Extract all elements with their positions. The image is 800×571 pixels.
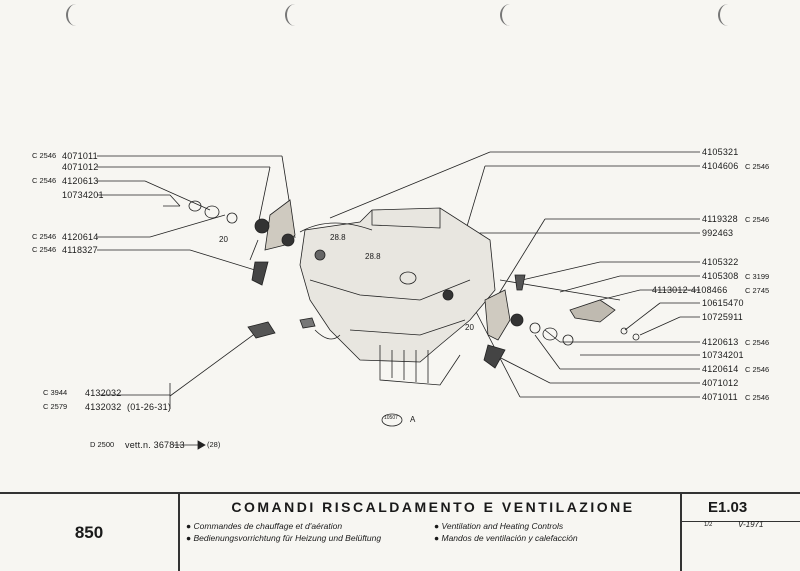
page-fraction: 1/2 [704,522,713,528]
right-label-part: 4119328 [702,214,738,224]
right-label-code: C 3199 [745,272,770,281]
left-label-part: 4120614 [62,232,99,242]
subtitle-de: ● Bedienungsvorrichtung für Heizung und … [186,533,382,543]
right-label-part: 4105322 [702,257,739,267]
left-label-part: 4071012 [62,162,99,172]
bracket-code-2: C 2579 [43,402,68,411]
right-label-part: 10615470 [702,298,744,308]
model-number: 850 [74,522,104,542]
title-block: 850 COMANDI RISCALDAMENTO E VENTILAZIONE… [0,492,800,571]
right-label-part: 4105321 [702,147,739,157]
right-label-part: 4120613 [702,337,739,347]
binder-hole [285,4,305,26]
left-label-part: 10734201 [62,190,104,200]
right-label-part: 10725911 [702,312,743,322]
bracket-part-2: 4132032 [85,402,122,412]
left-label-code: C 2546 [32,232,57,241]
sheet-number: E1.03 [708,499,748,516]
right-label-code: C 2546 [745,338,770,347]
binder-hole [66,4,86,26]
left-label-code: C 2546 [32,245,57,254]
ref-28-8-lower: 28.8 [365,252,381,261]
binder-hole [500,4,520,26]
right-label-part: 10734201 [702,350,744,360]
left-label-part: 4120613 [62,176,99,186]
ref-28-8-upper: 28.8 [330,233,346,242]
bracket-code-1: C 3944 [43,388,68,397]
right-label-code: C 2546 [745,215,770,224]
right-label-part: 992463 [702,228,734,238]
figure-letter: A [410,415,416,424]
right-label-part: 4120614 [702,364,739,374]
vett-code: D 2500 [90,440,115,449]
binder-hole [718,4,738,26]
right-label-code: C 2546 [745,365,770,374]
subtitle-fr: ● Commandes de chauffage et d'aération [186,521,343,531]
subtitle-es: ● Mandos de ventilación y calefacción [434,533,578,543]
right-label-code: C 2546 [745,162,770,171]
ref-20-right: 20 [465,323,474,332]
right-label-part: 4104606 [702,161,739,171]
subtitle-en: ● Ventilation and Heating Controls [434,521,564,531]
vett-text: vett.n. 367813 [125,440,185,450]
bracket-note: (01-26-31) [127,402,172,412]
revision-date: V-1971 [738,520,764,529]
exploded-parts-diagram [97,151,700,450]
right-label-code: C 2745 [745,286,770,295]
page-title: COMANDI RISCALDAMENTO E VENTILAZIONE [231,499,635,515]
figure-stamp: 10507 [384,415,398,421]
right-label-part: 4113012-4108466 [652,285,728,295]
right-label-part: 4071011 [702,392,738,402]
right-label-part: 4105308 [702,271,739,281]
left-label-part: 4071011 [62,151,98,161]
ref-20-left: 20 [219,235,228,244]
right-label-code: C 2546 [745,393,770,402]
left-label-part: 4118327 [62,245,98,255]
vett-ref: (28) [207,440,221,449]
right-label-part: 4071012 [702,378,739,388]
bracket-part-1: 4132032 [85,388,122,398]
left-label-code: C 2546 [32,151,57,160]
left-label-code: C 2546 [32,176,57,185]
